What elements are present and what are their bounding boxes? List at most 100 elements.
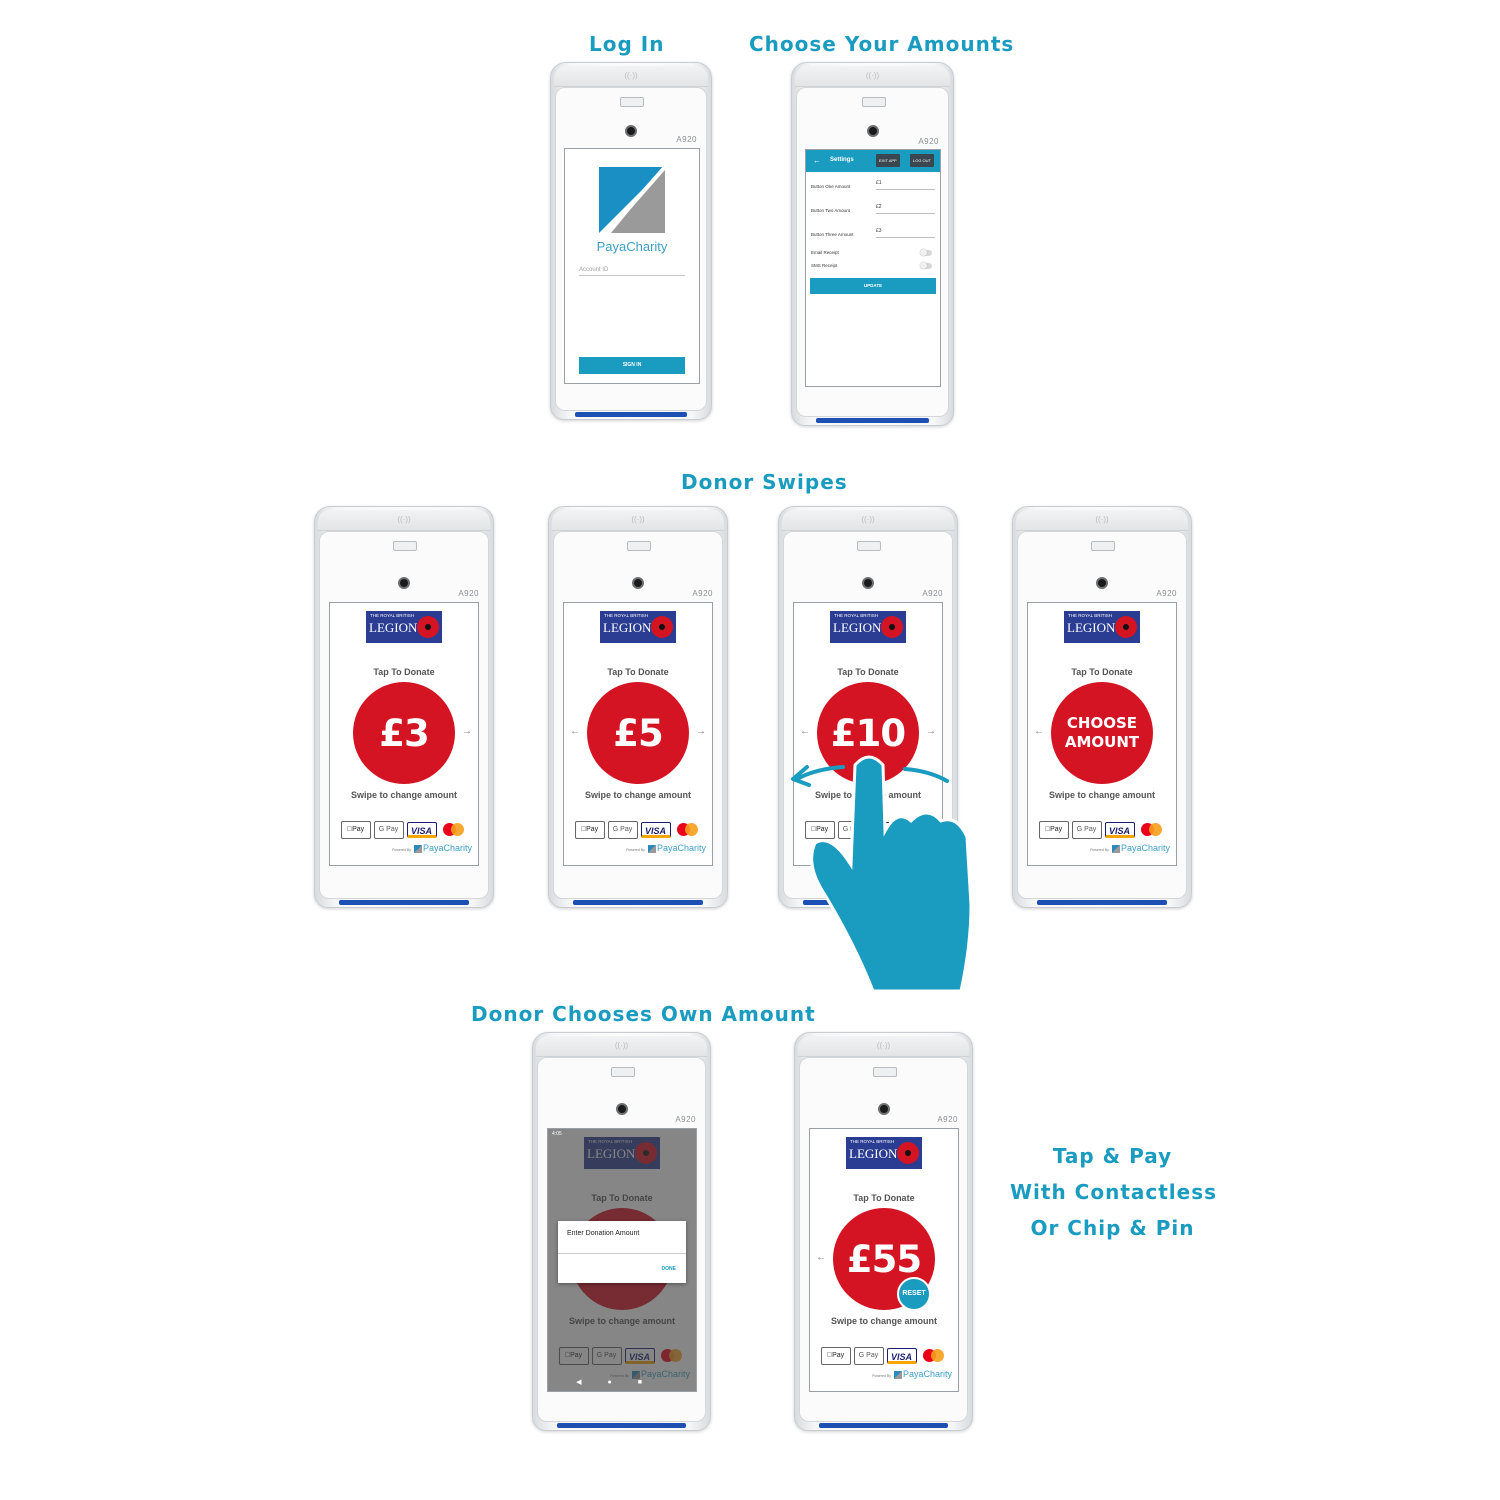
heading-log-in: Log In [589, 32, 665, 56]
model-label: A920 [675, 1115, 696, 1124]
done-button[interactable]: DONE [661, 1266, 676, 1272]
apple-pay-icon: Pay [820, 1347, 851, 1365]
setting-label: Button Three Amount [811, 232, 854, 237]
button-three-amount-input[interactable]: £3 [876, 228, 935, 238]
swipe-right-arrow-icon[interactable]: → [696, 726, 706, 737]
donate-screen: THE ROYAL BRITISH LEGION Tap To Donate £… [809, 1128, 959, 1392]
nav-home-icon[interactable]: ● [607, 1379, 638, 1386]
payment-methods: Pay G Pay VISA [336, 821, 472, 839]
account-id-field[interactable]: Account ID [579, 267, 685, 276]
setting-label: Button One Amount [811, 184, 851, 189]
legion-logo: THE ROYAL BRITISH LEGION [846, 1137, 922, 1169]
button-two-amount-input[interactable]: £2 [876, 204, 935, 214]
android-nav-bar: ◀●■ [548, 1378, 696, 1388]
nfc-icon: ((·)) [624, 71, 638, 80]
nfc-icon: ((·)) [861, 515, 875, 524]
exit-app-button[interactable]: EXIT APP [876, 154, 900, 167]
sign-in-button[interactable]: SIGN IN [579, 357, 685, 374]
nfc-icon: ((·)) [614, 1041, 629, 1050]
sms-receipt-toggle[interactable] [920, 262, 932, 269]
apple-pay-icon: Pay [340, 821, 371, 839]
swipe-right-arrow-icon[interactable]: → [926, 726, 936, 737]
reset-button[interactable]: RESET [897, 1277, 931, 1311]
swipe-left-arrow-icon[interactable]: ← [800, 726, 810, 737]
legion-logo: THE ROYAL BRITISH LEGION [366, 611, 442, 643]
donate-screen: THE ROYAL BRITISH LEGION Tap To Donate S… [547, 1128, 697, 1392]
sms-receipt-row: SMS Receipt [811, 262, 932, 273]
status-time: 4:05 [552, 1131, 562, 1137]
nfc-icon: ((·)) [876, 1041, 891, 1050]
swipe-hint: Swipe to change amount [584, 790, 691, 800]
back-arrow-icon[interactable]: ← [813, 156, 821, 165]
login-screen: PayaCharity Account ID SIGN IN [564, 148, 700, 384]
nfc-icon: ((·)) [865, 71, 880, 80]
google-pay-icon: G Pay [607, 821, 638, 839]
camera-icon [866, 125, 879, 137]
nav-recent-icon[interactable]: ■ [637, 1379, 668, 1386]
button-one-amount-input[interactable]: £1 [876, 180, 935, 190]
camera-icon [615, 1103, 628, 1115]
log-out-button[interactable]: LOG OUT [910, 154, 935, 167]
printer-slot [627, 541, 651, 551]
legion-logo: THE ROYAL BRITISH LEGION [830, 611, 906, 643]
donation-dialog: Enter Donation Amount DONE [558, 1221, 686, 1283]
paya-logo [599, 167, 665, 233]
nav-back-icon[interactable]: ◀ [576, 1379, 608, 1386]
email-receipt-row: Email Receipt [811, 249, 932, 260]
terminal-swipe-5: ((·)) A920 THE ROYAL BRITISH LEGION Tap … [548, 506, 728, 908]
apple-pay-icon: Pay [804, 821, 835, 839]
caption-line-1: Tap & Pay [1052, 1144, 1173, 1168]
email-receipt-toggle[interactable] [920, 249, 932, 256]
donate-amount-button[interactable]: £3 [353, 682, 455, 784]
poppy-icon [417, 616, 439, 638]
swipe-hint: Swipe to change amount [1048, 790, 1155, 800]
terminal-swipe-3: ((·)) A920 THE ROYAL BRITISH LEGION Tap … [314, 506, 494, 908]
update-button[interactable]: UPDATE [810, 278, 936, 294]
model-label: A920 [676, 135, 697, 144]
google-pay-icon: G Pay [373, 821, 404, 839]
swipe-left-arrow-icon[interactable]: ← [570, 726, 580, 737]
mastercard-icon [1138, 822, 1166, 838]
donation-amount-input[interactable] [558, 1253, 686, 1254]
printer-slot [857, 541, 881, 551]
payment-methods: Pay G Pay VISA [816, 1347, 952, 1365]
donate-screen: THE ROYAL BRITISH LEGION Tap To Donate C… [1027, 602, 1177, 866]
camera-icon [877, 1103, 890, 1115]
settings-toolbar: ← Settings EXIT APP LOG OUT [806, 150, 940, 172]
model-label: A920 [458, 589, 479, 598]
setting-label: Button Two Amount [811, 208, 850, 213]
printer-slot [872, 1067, 897, 1077]
donate-screen: THE ROYAL BRITISH LEGION Tap To Donate £… [563, 602, 713, 866]
tap-to-donate-label: Tap To Donate [607, 667, 669, 677]
heading-choose-amounts: Choose Your Amounts [749, 32, 1015, 56]
camera-icon [1096, 577, 1108, 589]
settings-title: Settings [830, 157, 854, 163]
google-pay-icon: G Pay [853, 1347, 884, 1365]
camera-icon [862, 577, 874, 589]
settings-screen: ← Settings EXIT APP LOG OUT Button One A… [805, 149, 941, 387]
hand-pointer-icon [791, 755, 973, 993]
swipe-left-arrow-icon[interactable]: ← [816, 1252, 826, 1263]
printer-slot [610, 1067, 635, 1077]
nfc-icon: ((·)) [631, 515, 645, 524]
caption-line-2: With Contactless [1010, 1180, 1218, 1204]
donate-amount-button[interactable]: £5 [587, 682, 689, 784]
poppy-icon [651, 616, 673, 638]
camera-icon [625, 125, 637, 137]
payment-methods: Pay G Pay VISA [1034, 821, 1170, 839]
setting-row-one: Button One Amount £1 [811, 180, 935, 196]
poppy-icon [897, 1142, 919, 1164]
status-bar: 4:05 [548, 1129, 696, 1139]
swipe-right-arrow-icon[interactable]: → [462, 726, 472, 737]
email-receipt-label: Email Receipt [811, 250, 839, 255]
tap-to-donate-label: Tap To Donate [837, 667, 899, 677]
swipe-left-arrow-icon[interactable]: ← [1034, 726, 1044, 737]
swipe-hint: Swipe to change amount [350, 790, 457, 800]
printer-slot [393, 541, 417, 551]
mastercard-icon [674, 822, 702, 838]
terminal-login: ((·)) A920 PayaCharity Account ID SIGN I… [550, 62, 712, 420]
